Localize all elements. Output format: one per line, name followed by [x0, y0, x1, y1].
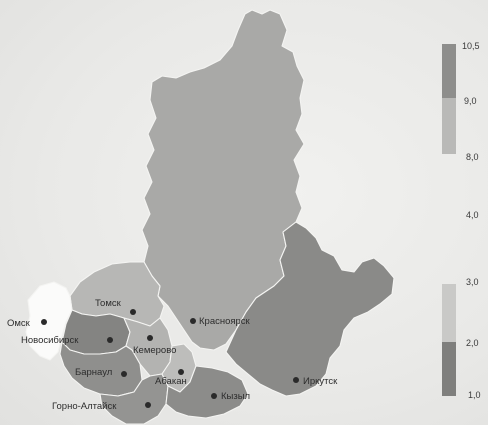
- city-marker-kyzyl: [211, 393, 217, 399]
- region-novosibirsk-oblast: [61, 309, 131, 355]
- region-irkutsk-oblast: [225, 221, 395, 397]
- city-label-kyzyl: Кызыл: [221, 391, 250, 402]
- city-label-barnaul: Барнаул: [75, 367, 112, 378]
- city-label-gorno-altaisk: Горно-Алтайск: [52, 401, 117, 412]
- legend-tick-9-0: 9,0: [464, 96, 477, 106]
- legend-tick-3-0: 3,0: [466, 277, 479, 287]
- city-label-abakan: Абакан: [155, 376, 187, 387]
- city-label-kemerovo: Кемерово: [133, 345, 176, 356]
- legend-tick-2-0: 2,0: [466, 338, 479, 348]
- city-marker-gorno-altaisk: [145, 402, 151, 408]
- city-marker-abakan: [178, 369, 184, 375]
- legend-band-8-9: [442, 98, 456, 154]
- legend-tick-1-0: 1,0: [468, 390, 481, 400]
- city-marker-krasnoyarsk: [190, 318, 196, 324]
- legend-band-2-3: [442, 284, 456, 342]
- region-krasnoyarsk-krai: [141, 9, 305, 351]
- city-marker-tomsk: [130, 309, 136, 315]
- city-label-tomsk: Томск: [95, 298, 122, 309]
- city-label-novosibirsk: Новосибирск: [21, 335, 79, 346]
- legend-band-9-10-5: [442, 44, 456, 98]
- city-marker-barnaul: [121, 371, 127, 377]
- city-label-krasnoyarsk: Красноярск: [199, 316, 251, 327]
- city-marker-omsk: [41, 319, 47, 325]
- legend-tick-10-5: 10,5: [462, 41, 480, 51]
- legend-band-1-2: [442, 342, 456, 396]
- city-label-omsk: Омск: [7, 318, 31, 329]
- legend-tick-4-0: 4,0: [466, 210, 479, 220]
- city-label-irkutsk: Иркутск: [303, 376, 338, 387]
- region-omsk-oblast: [25, 281, 73, 361]
- legend-tick-8-0: 8,0: [466, 152, 479, 162]
- city-marker-novosibirsk: [107, 337, 113, 343]
- city-marker-kemerovo: [147, 335, 153, 341]
- region-tyva: [165, 365, 249, 419]
- city-marker-irkutsk: [293, 377, 299, 383]
